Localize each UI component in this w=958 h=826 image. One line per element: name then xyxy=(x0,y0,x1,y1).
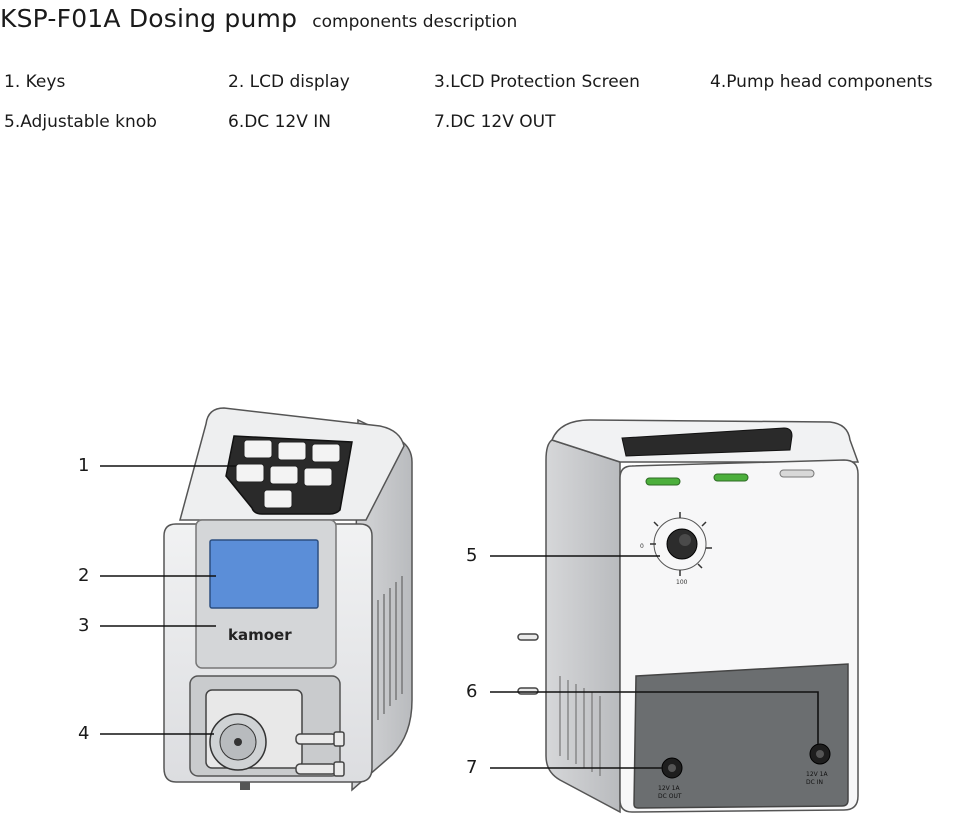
leader-lines xyxy=(100,465,819,769)
callout-3: 3 xyxy=(78,615,90,636)
key-enter-b xyxy=(303,467,333,487)
legend-lcd-protection: 3.LCD Protection Screen xyxy=(434,72,640,92)
dc-out-label-line2: DC OUT xyxy=(658,793,682,800)
side-vent-slots xyxy=(377,576,403,720)
lcd-display xyxy=(209,539,319,609)
legend-adjustable-knob: 5.Adjustable knob xyxy=(4,112,157,132)
legend-dc-out: 7.DC 12V OUT xyxy=(434,112,556,132)
dc-out-label-line1: 12V 1A xyxy=(658,785,680,792)
knob-scale-min: 0 xyxy=(640,543,644,550)
legend-pump-head: 4.Pump head components xyxy=(710,72,933,92)
title-main: KSP-F01A Dosing pump xyxy=(0,4,298,33)
keys xyxy=(235,439,341,509)
legend-lcd-display: 2. LCD display xyxy=(228,72,350,92)
brand-logo: kamoer xyxy=(228,626,292,644)
key-enter-a xyxy=(269,465,299,485)
rear-side-vent-slots xyxy=(559,676,601,776)
callout-5: 5 xyxy=(466,545,478,566)
page-title: KSP-F01A Dosing pump components descript… xyxy=(0,4,517,33)
key-start-stop xyxy=(263,489,293,509)
callout-4: 4 xyxy=(78,723,90,744)
callout-2: 2 xyxy=(78,565,90,586)
callout-6: 6 xyxy=(466,681,478,702)
rear-connector-panel xyxy=(633,663,849,809)
title-sub: components description xyxy=(312,12,518,32)
key-reset xyxy=(311,443,341,463)
callout-7: 7 xyxy=(466,757,478,778)
key-back xyxy=(235,463,265,483)
key-head xyxy=(243,439,273,459)
leader-line-6 xyxy=(490,691,819,744)
front-view-pump: kamoer xyxy=(163,407,413,792)
tube-fittings xyxy=(295,731,345,777)
indicator-light-1 xyxy=(645,477,681,486)
knob-scale-max: 100 xyxy=(676,579,688,586)
legend-keys: 1. Keys xyxy=(4,72,66,92)
key-mode xyxy=(277,441,307,461)
legend-dc-in: 6.DC 12V IN xyxy=(228,112,331,132)
indicator-light-2 xyxy=(713,473,749,482)
indicator-light-3 xyxy=(779,469,815,478)
rear-view-pump: 0 100 12V 1A DC OUT 12V 1A DC IN xyxy=(517,419,860,814)
callout-1: 1 xyxy=(78,455,90,476)
dc-in-label-line2: DC IN xyxy=(806,779,823,786)
adjustable-knob: 0 100 xyxy=(640,512,712,586)
dc-in-label-line1: 12V 1A xyxy=(806,771,828,778)
